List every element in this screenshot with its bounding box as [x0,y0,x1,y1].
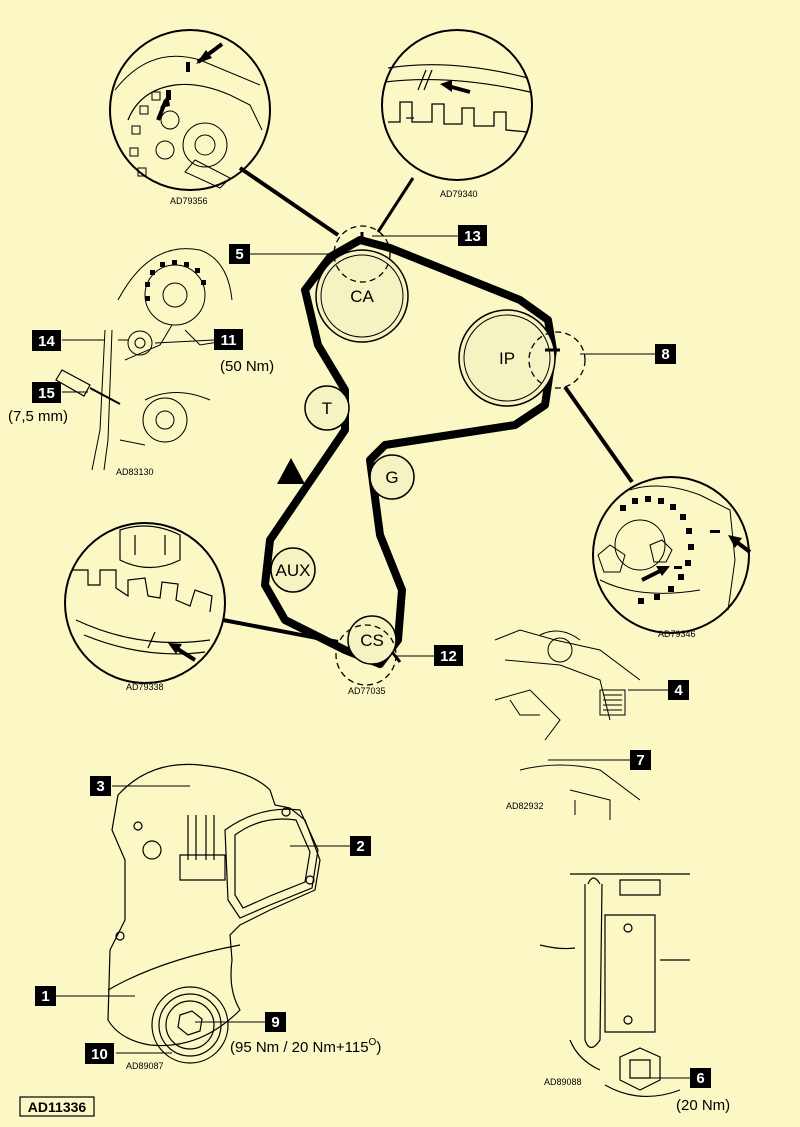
crank-bolt-torque: (95 Nm / 20 Nm+115O) [230,1037,381,1056]
callout-5: 5 [229,244,250,264]
crank-bolt-close: ) [376,1039,381,1056]
pump-detail-leader [563,385,634,484]
callout-11: 11 [214,329,243,350]
crank-bolt-degree: O [369,1037,377,1048]
svg-text:8: 8 [661,346,669,363]
belt-detail-leader [376,177,415,233]
leader-11 [154,339,215,344]
callout-15: 15 [32,382,61,403]
tensioner-detail [91,248,233,471]
callout-13: 13 [458,225,487,246]
belt-mark-detail: AD79340 [381,29,533,199]
crank-bolt-torque-main: (95 Nm / 20 Nm+115 [230,1039,369,1056]
tool-handle [55,369,121,405]
callout-2: 2 [350,836,371,856]
callout-10: 10 [85,1043,114,1064]
callout-7: 7 [630,750,651,770]
svg-text:1: 1 [41,988,49,1005]
camshaft-pulley: CA [315,249,409,343]
tensioner-detail-ref: AD83130 [116,467,154,477]
svg-text:5: 5 [235,246,243,263]
callout-6: 6 [690,1068,711,1088]
svg-text:14: 14 [38,333,55,350]
pump-detail-ref: AD79346 [658,629,696,639]
tensioner-torque: (50 Nm) [220,358,274,375]
pump-lock-ref: AD82932 [506,801,544,811]
figure-code: AD11336 [28,1099,87,1115]
svg-text:15: 15 [38,385,55,402]
cam-mark-detail-circle [333,225,391,283]
belt-detail-ref: AD79340 [440,189,478,199]
callout-12: 12 [434,645,463,666]
pump-sprocket-detail: AD79346 [592,476,752,639]
plug-torque: (20 Nm) [676,1097,730,1114]
svg-text:13: 13 [464,228,481,245]
crank-sprocket-detail: AD79338 [64,522,226,692]
pump-lock-detail [494,629,641,820]
guide-pulley: G [369,454,415,500]
svg-text:7: 7 [636,752,644,769]
cam-detail-leader [238,166,340,237]
guide-pulley-label: G [385,468,398,487]
crankshaft-pulley-label: CS [360,631,384,650]
tensioner-pulley: T [304,385,350,431]
cover-detail-ref: AD89087 [126,1061,164,1071]
rotation-direction-triangle-icon [277,458,305,484]
plug-detail [539,873,690,1098]
timing-cover-detail [107,763,321,1064]
callout-1: 1 [35,986,56,1006]
crankshaft-pulley: CS [347,615,397,665]
auxiliary-pulley-label: AUX [276,561,311,580]
callout-4: 4 [668,680,689,700]
svg-text:4: 4 [674,682,683,699]
injection-pump-pulley-label: IP [499,349,515,368]
crank-timing-mark [390,651,402,663]
svg-text:3: 3 [96,778,104,795]
camshaft-pulley-label: CA [350,287,374,306]
crank-circle-ref: AD77035 [348,686,386,696]
crank-detail-leader [222,618,339,644]
svg-text:9: 9 [271,1014,279,1031]
svg-text:6: 6 [696,1070,704,1087]
figure-code-box: AD11336 [19,1096,95,1117]
callout-3: 3 [90,776,111,796]
tensioner-pulley-label: T [322,399,332,418]
callout-9: 9 [265,1012,286,1032]
pump-mark-detail-circle [528,331,586,389]
crank-detail-ref: AD79338 [126,682,164,692]
svg-text:10: 10 [91,1046,108,1063]
tensioner-sprocket-teeth [145,260,206,301]
auxiliary-pulley: AUX [270,547,316,593]
svg-text:11: 11 [221,332,237,349]
cam-sprocket-detail: AD79356 [109,29,271,206]
callout-14: 14 [32,330,61,351]
timing-belt [261,236,557,668]
svg-text:2: 2 [356,838,364,855]
tool-size: (7,5 mm) [8,408,68,425]
plug-detail-ref: AD89088 [544,1077,582,1087]
injection-pump-pulley: IP [458,309,556,407]
cam-detail-ref: AD79356 [170,196,208,206]
callout-8: 8 [655,344,676,364]
svg-text:12: 12 [440,648,457,665]
